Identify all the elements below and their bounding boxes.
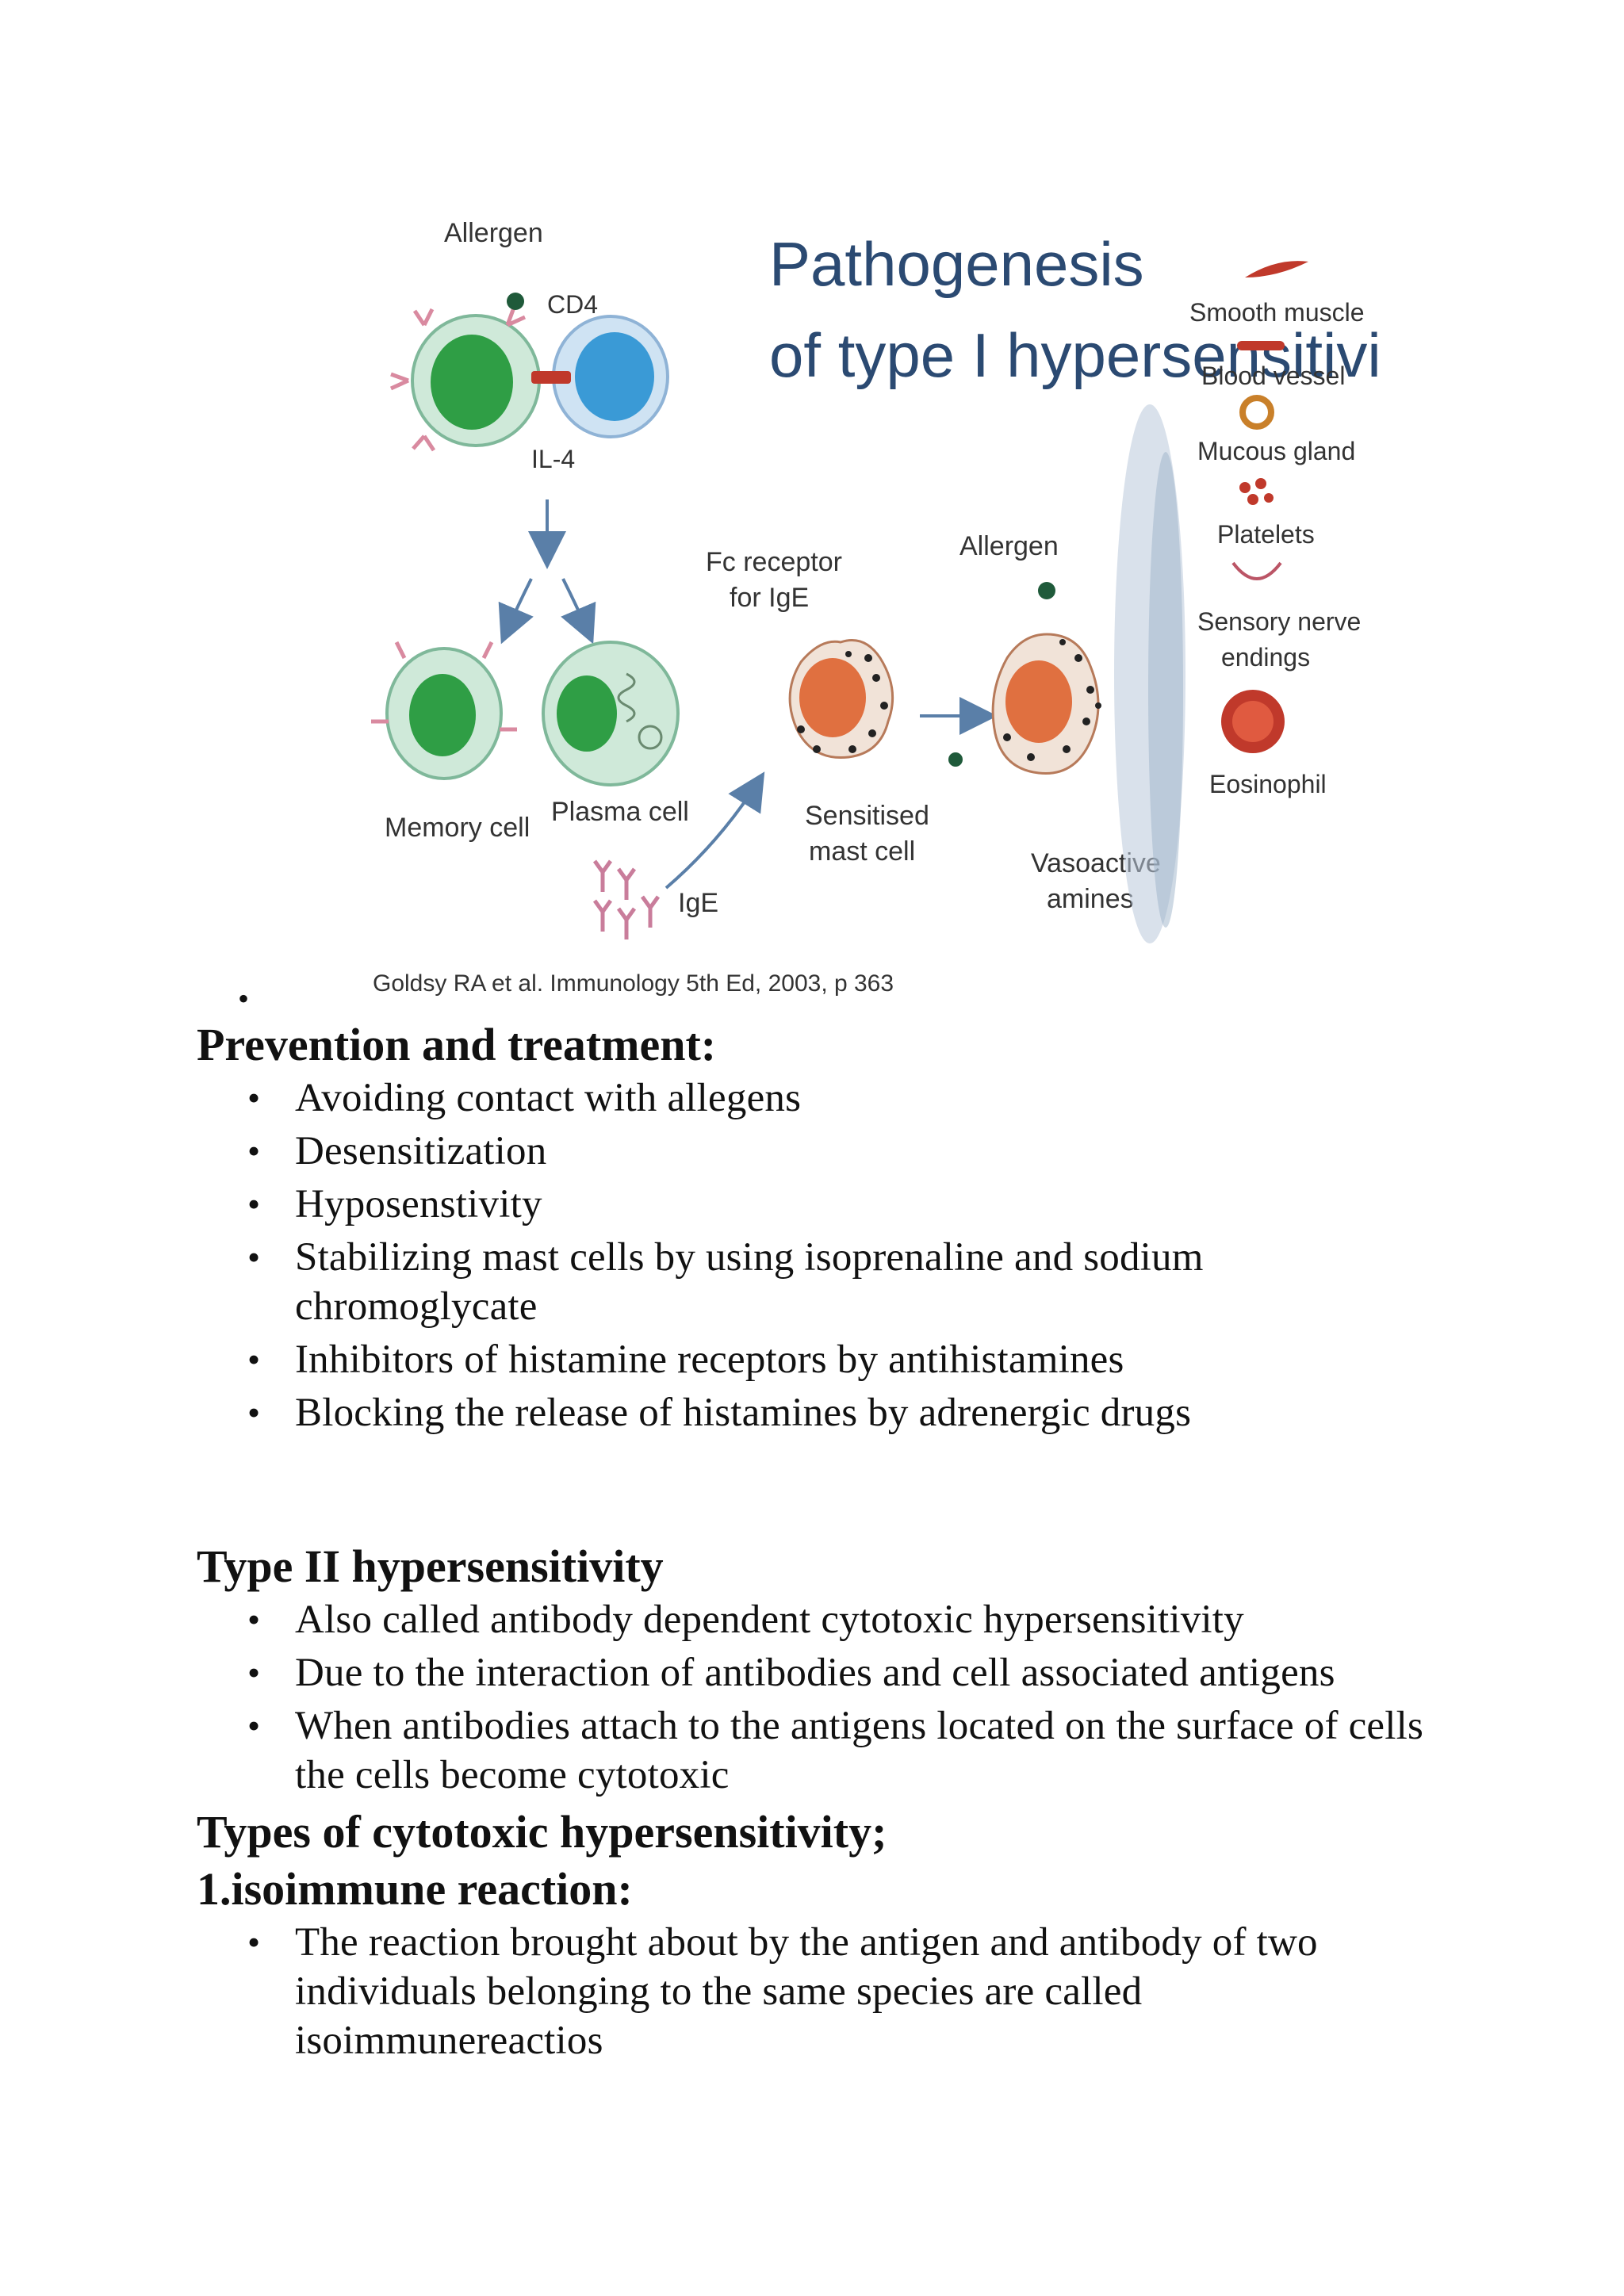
label-mucous-gland: Mucous gland <box>1197 437 1355 465</box>
sensitised-mast-cell <box>788 639 894 760</box>
label-sensory-2: endings <box>1221 643 1310 672</box>
label-sensitised-2: mast cell <box>809 836 915 867</box>
list-item: Inhibitors of histamine receptors by ant… <box>247 1335 1434 1384</box>
antigen-presenting-cell <box>389 307 541 452</box>
blood-vessel-icon <box>1237 341 1285 350</box>
figure-title-line1: Pathogenesis <box>769 229 1144 299</box>
document-body: Prevention and treatment: Avoiding conta… <box>197 1016 1434 2069</box>
hypersensitivity-figure: Pathogenesis of type I hypersensitivity … <box>349 182 1380 1007</box>
isoimmune-list: The reaction brought about by the antige… <box>197 1918 1434 2065</box>
label-sensitised-1: Sensitised <box>805 801 929 831</box>
label-fc-receptor-1: Fc receptor <box>706 547 842 577</box>
label-eosinophil: Eosinophil <box>1209 770 1327 798</box>
isoimmune-heading: 1.isoimmune reaction: <box>197 1863 633 1915</box>
type2-heading: Type II hypersensitivity <box>197 1540 664 1592</box>
list-item: Blocking the release of histamines by ad… <box>247 1388 1434 1437</box>
list-item: When antibodies attach to the antigens l… <box>247 1701 1434 1800</box>
t-helper-cell <box>552 315 669 438</box>
label-vasoactive-2: amines <box>1047 884 1134 914</box>
label-il4: IL-4 <box>531 445 575 473</box>
list-item: Due to the interaction of antibodies and… <box>247 1648 1434 1697</box>
label-plasma-cell: Plasma cell <box>551 797 689 827</box>
label-cd4: CD4 <box>547 290 598 319</box>
sensory-nerve-icon <box>1231 561 1282 580</box>
list-item: Also called antibody dependent cytotoxic… <box>247 1595 1434 1644</box>
granule-release <box>1114 404 1185 943</box>
degranulating-mast-cell <box>991 582 1101 775</box>
mucous-gland-icon <box>1239 395 1274 430</box>
label-allergen-right: Allergen <box>959 531 1059 561</box>
figure-citation: Goldsy RA et al. Immunology 5th Ed, 2003… <box>373 970 894 997</box>
list-item: Hyposenstivity <box>247 1180 1434 1229</box>
plasma-cell <box>542 641 680 786</box>
label-allergen-top: Allergen <box>444 218 543 248</box>
prevention-heading: Prevention and treatment: <box>197 1019 717 1070</box>
label-blood-vessel: Blood vessel <box>1201 362 1345 390</box>
list-item: Desensitization <box>247 1127 1434 1176</box>
platelets-icon <box>1239 478 1274 505</box>
label-fc-receptor-2: for IgE <box>730 583 809 613</box>
prevention-list: Avoiding contact with allegens Desensiti… <box>197 1073 1434 1437</box>
list-item: Stabilizing mast cells by using isoprena… <box>247 1233 1434 1331</box>
smooth-muscle-icon <box>1245 261 1308 277</box>
eosinophil-icon <box>1221 690 1285 753</box>
list-item: The reaction brought about by the antige… <box>247 1918 1434 2065</box>
label-platelets: Platelets <box>1217 520 1315 549</box>
label-memory-cell: Memory cell <box>385 813 530 843</box>
pathogenesis-diagram: Pathogenesis of type I hypersensitivity … <box>371 218 1380 997</box>
label-ige: IgE <box>678 888 718 918</box>
figure-title-line2: of type I hypersensitivity <box>769 320 1380 390</box>
type2-list: Also called antibody dependent cytotoxic… <box>197 1595 1434 1800</box>
memory-cell <box>371 641 517 780</box>
ige-antibodies <box>592 859 661 939</box>
empty-bullet: • <box>238 981 250 1016</box>
list-item: Avoiding contact with allegens <box>247 1073 1434 1123</box>
label-smooth-muscle: Smooth muscle <box>1189 298 1365 327</box>
allergen-marker-top <box>507 293 524 310</box>
label-sensory-1: Sensory nerve <box>1197 607 1361 636</box>
types-heading: Types of cytotoxic hypersensitivity; <box>197 1806 887 1858</box>
